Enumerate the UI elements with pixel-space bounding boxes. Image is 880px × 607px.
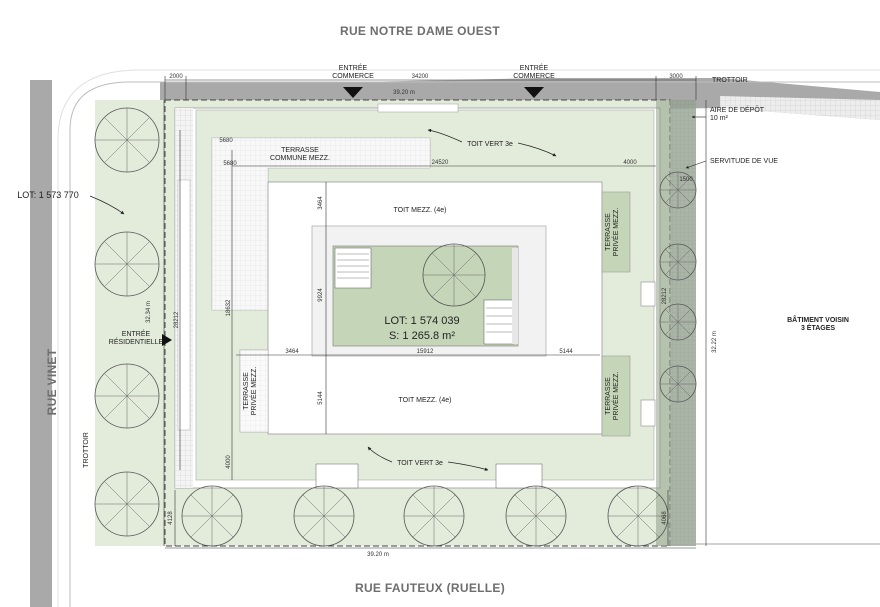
- dim-39-20-top: 39.20 m: [393, 90, 415, 96]
- dim-28212-left: 28212: [174, 311, 180, 328]
- left-lot-area: [95, 100, 165, 546]
- dim-15912: 15912: [417, 349, 434, 355]
- tree-left-4: [94, 471, 160, 537]
- terrasse-privee-se: [601, 355, 631, 437]
- dim-24520: 24520: [432, 160, 449, 166]
- dim-3000: 3000: [669, 74, 683, 80]
- tree-right-4: [659, 365, 697, 403]
- courtyard-edge: [512, 248, 518, 344]
- trottoir-top-label: TROTTOIR: [712, 77, 748, 84]
- stair-nw-treads: [337, 253, 369, 279]
- tree-bottom-4: [505, 485, 567, 547]
- lot-main-label: LOT: 1 574 039: [384, 315, 459, 327]
- entree-commerce-1-arrow: [343, 87, 363, 98]
- courtyard-tree: [422, 243, 486, 307]
- dim-4000-left: 4000: [226, 455, 232, 469]
- street-south-label: RUE FAUTEUX (RUELLE): [355, 581, 505, 595]
- tree-right-3: [659, 303, 697, 341]
- vent-e1: [640, 281, 656, 307]
- stair-nw: [334, 247, 372, 289]
- entree-residentielle-arrow: [162, 334, 172, 346]
- terrasse-privee-se-label: TERRASSEPRIVÉE MEZZ.: [605, 372, 620, 421]
- toit-mezz-bottom-label: TOIT MEZZ. (4e): [398, 397, 451, 404]
- tree-bottom-3: [403, 485, 465, 547]
- dim-32-22-right: 32.22 m: [712, 331, 718, 353]
- tree-right-2: [659, 243, 697, 281]
- dim-2000: 2000: [169, 74, 183, 80]
- servitude-leader: [685, 160, 707, 169]
- lot-left-leader: [89, 195, 125, 215]
- dim-18632: 18632: [226, 299, 232, 316]
- sidewalk-ne-hatch: [720, 96, 880, 120]
- stair-se: [483, 299, 515, 345]
- dim-5144-h: 5144: [559, 349, 573, 355]
- dim-28212-right: 28212: [662, 287, 668, 304]
- dim-3464-v: 3464: [318, 196, 324, 210]
- toit-vert-bottom-leader-1: [367, 446, 393, 463]
- lot-left-label: LOT: 1 573 770: [17, 190, 79, 200]
- terrasse-privee-sw-label: TERRASSEPRIVÉE MEZZ.: [243, 367, 258, 416]
- rue-notre-dame-roadway: [160, 78, 880, 120]
- entree-commerce-2-arrow: [524, 87, 544, 98]
- west-stair: [177, 179, 191, 431]
- dim-5144-v: 5144: [318, 391, 324, 405]
- dim-4000-top: 4000: [623, 160, 637, 166]
- toit-vert-top-leader-2: [517, 142, 557, 157]
- terrasse-privee-ne-label: TERRASSEPRIVÉE MEZZ.: [605, 208, 620, 257]
- street-north-label: RUE NOTRE DAME OUEST: [340, 24, 500, 38]
- tree-left-1: [94, 107, 160, 173]
- dim-34200: 34200: [412, 74, 429, 80]
- dim-1500: 1500: [679, 177, 693, 183]
- east-hatch: [670, 100, 696, 546]
- toit-vert-top-leader-1: [427, 128, 463, 143]
- tree-bottom-2: [293, 485, 355, 547]
- dim-3464-h: 3464: [285, 349, 299, 355]
- dim-39-20-bottom: 39.20 m: [367, 552, 389, 558]
- dim-5680-a: 5680: [219, 138, 233, 144]
- toit-vert-top-label: TOIT VERT 3e: [467, 141, 513, 148]
- tree-left-2: [94, 231, 160, 297]
- terrasse-privee-sw-hatch: [240, 350, 268, 432]
- terrasse-commune-hatch: [212, 138, 430, 310]
- notch-north: [377, 103, 459, 113]
- dim-9924: 9924: [318, 288, 324, 302]
- dim-4128: 4128: [168, 511, 174, 525]
- stair-se-treads: [486, 307, 512, 333]
- tree-bottom-1: [181, 485, 243, 547]
- lot-area-label: S: 1 265.8 m²: [389, 330, 455, 342]
- toit-vert-bottom-leader-2: [447, 461, 489, 471]
- dim-32-34-left: 32.34 m: [146, 301, 152, 323]
- vent-e2: [640, 399, 656, 427]
- street-west-label: RUE VINET: [45, 348, 59, 415]
- trottoir-left-label: TROTTOIR: [83, 432, 90, 468]
- dimension-lines: [163, 76, 707, 549]
- dim-4068: 4068: [662, 511, 668, 525]
- sidewalk-outer-line: [57, 69, 880, 607]
- dim-5680-b: 5680: [223, 161, 237, 167]
- tree-right-1: [659, 171, 697, 209]
- sidewalk-curb-line: [69, 81, 880, 607]
- tree-left-3: [94, 363, 160, 429]
- notch-se: [495, 463, 543, 489]
- rue-vinet-roadway: [30, 80, 52, 607]
- servitude-label: SERVITUDE DE VUE: [710, 158, 778, 165]
- notch-sw: [315, 463, 359, 489]
- toit-mezz-top-label: TOIT MEZZ. (4e): [393, 207, 446, 214]
- terrasse-privee-ne: [601, 191, 631, 273]
- tree-bottom-5: [607, 485, 669, 547]
- toit-vert-bottom-label: TOIT VERT 3e: [397, 460, 443, 467]
